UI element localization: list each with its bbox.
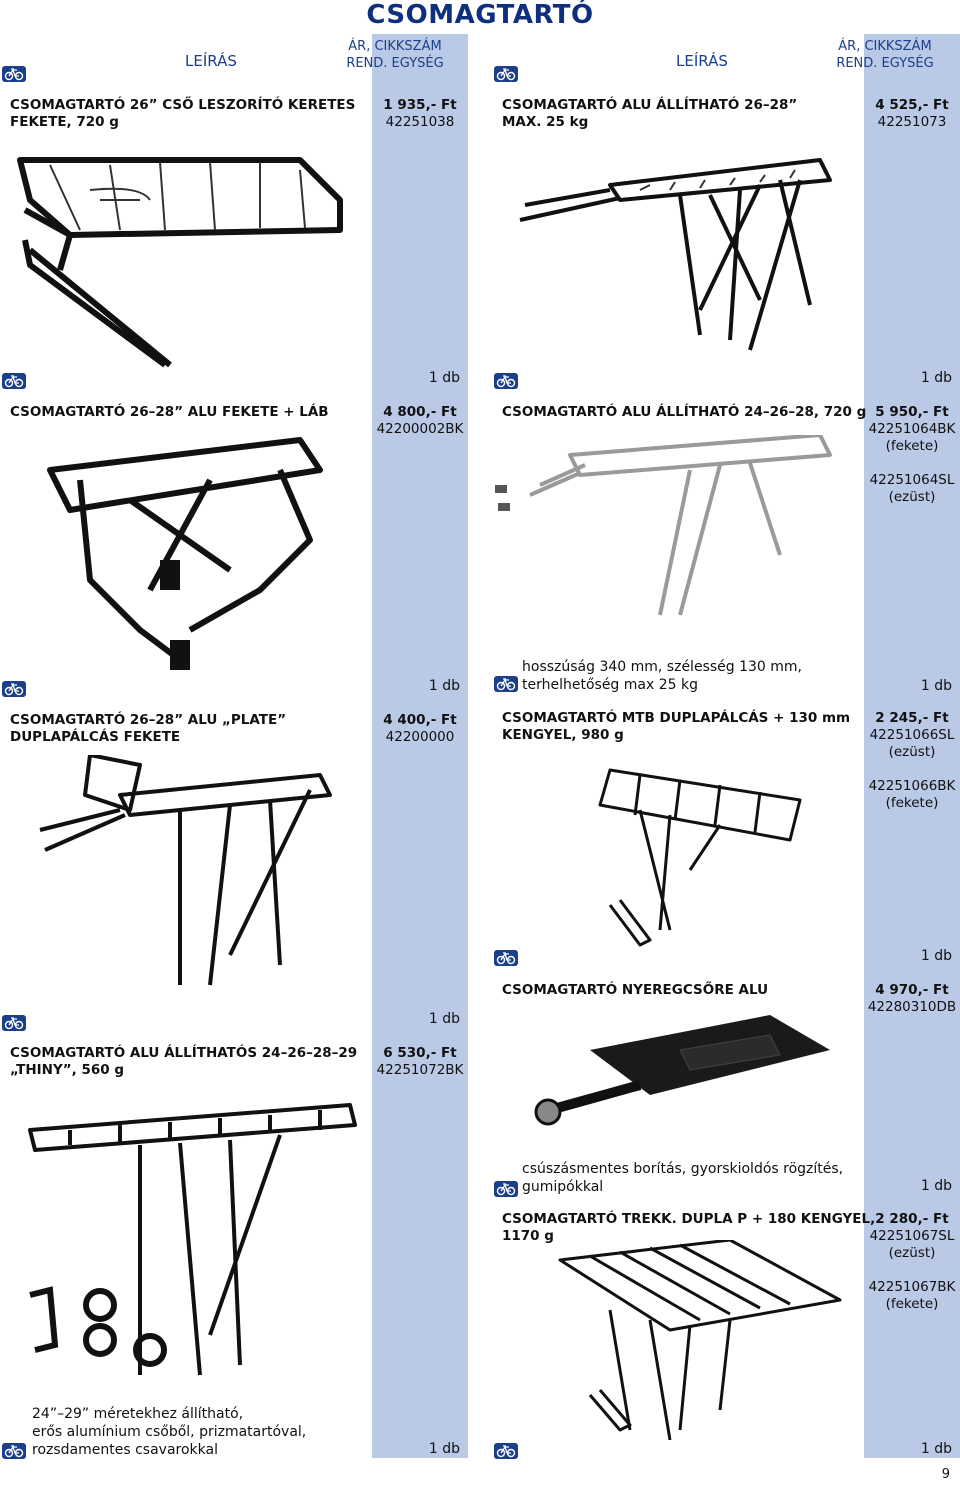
item-code: 42280310DB (867, 999, 957, 1015)
header-description: LEÍRÁS (676, 52, 728, 70)
price: 4 525,- Ft (875, 97, 949, 113)
product-name: CSOMAGTARTÓ NYEREGCSŐRE ALU (502, 982, 769, 998)
product-note: 24”–29” méretekhez állítható, erős alumí… (32, 1406, 307, 1458)
bicycle-icon (494, 1181, 518, 1197)
item-color: (ezüst) (888, 1245, 936, 1261)
bicycle-icon (494, 950, 518, 966)
price: 4 970,- Ft (875, 982, 949, 998)
item-code: 42251066SL (869, 727, 955, 743)
unit-label: 1 db (428, 1011, 460, 1027)
bicycle-icon (2, 1443, 26, 1459)
header-price-line1: ÁR, CIKKSZÁM (838, 39, 932, 54)
price: 2 280,- Ft (875, 1211, 949, 1227)
product-note: csúszásmentes borítás, gyorskioldós rögz… (522, 1161, 844, 1195)
item-code: 42251064SL (869, 472, 955, 488)
product-price-block: 1 935,- Ft 42251038 (372, 97, 468, 131)
unit-label: 1 db (428, 370, 460, 386)
bicycle-icon (494, 373, 518, 389)
bicycle-icon (2, 1015, 26, 1031)
product-name: CSOMAGTARTÓ TREKK. DUPLA P + 180 KENGYEL… (502, 1211, 876, 1244)
item-code: 42251038 (385, 114, 455, 130)
rack-image (39, 755, 332, 986)
product-note: hosszúság 340 mm, szélesség 130 mm, terh… (522, 659, 802, 693)
price: 6 530,- Ft (383, 1045, 457, 1061)
bicycle-icon (494, 676, 518, 692)
header-description: LEÍRÁS (185, 52, 237, 70)
unit-label: 1 db (920, 370, 952, 386)
rack-image (534, 1015, 830, 1126)
item-code: 42251073 (877, 114, 947, 130)
header-price-line2: REND. EGYSÉG (836, 56, 934, 71)
unit-label: 1 db (920, 678, 952, 694)
item-code: 42251066BK (868, 778, 956, 794)
item-color: (fekete) (885, 1296, 939, 1312)
price: 2 245,- Ft (875, 710, 949, 726)
price: 5 950,- Ft (875, 404, 949, 420)
product-name: CSOMAGTARTÓ 26–28” ALU FEKETE + LÁB (10, 404, 329, 420)
price-column-band-right (864, 34, 960, 1458)
product-price-block: 6 530,- Ft 42251072BK (372, 1045, 468, 1079)
product-name: CSOMAGTARTÓ MTB DUPLAPÁLCÁS + 130 mm KEN… (502, 710, 851, 743)
page-number: 9 (941, 1467, 950, 1482)
price-column-band-left (372, 34, 468, 1458)
product-name: CSOMAGTARTÓ 26” CSŐ LESZORÍTÓ KERETES FE… (10, 97, 356, 130)
product-price-block: 2 280,- Ft 42251067SL (ezüst) 42251067BK… (864, 1211, 960, 1313)
bicycle-icon (494, 66, 518, 82)
product-name: CSOMAGTARTÓ 26–28” ALU „PLATE” DUPLAPÁLC… (10, 712, 287, 745)
product-name: CSOMAGTARTÓ ALU ÁLLÍTHATÓ 26–28” MAX. 25… (502, 97, 798, 130)
rack-image (17, 157, 343, 368)
bicycle-icon (2, 681, 26, 697)
bicycle-icon (2, 66, 26, 82)
item-code: 42251067BK (868, 1279, 956, 1295)
product-name: CSOMAGTARTÓ ALU ÁLLÍTHATÓ 24–26–28, 720 … (502, 404, 867, 420)
item-code: 42200000 (385, 729, 455, 745)
item-color: (fekete) (885, 438, 939, 454)
unit-label: 1 db (920, 1441, 952, 1457)
header-price: ÁR, CIKKSZÁM REND. EGYSÉG (340, 38, 450, 72)
product-price-block: 2 245,- Ft 42251066SL (ezüst) 42251066BK… (864, 710, 960, 812)
rack-image (598, 768, 802, 947)
unit-label: 1 db (920, 1178, 952, 1194)
header-price-line2: REND. EGYSÉG (346, 56, 444, 71)
product-price-block: 4 800,- Ft 42200002BK (372, 404, 468, 438)
price: 4 400,- Ft (383, 712, 457, 728)
item-color: (fekete) (885, 795, 939, 811)
unit-label: 1 db (428, 1441, 460, 1457)
item-code: 42200002BK (376, 421, 464, 437)
rack-image (28, 1103, 357, 1376)
bicycle-icon (2, 373, 26, 389)
rack-image (47, 437, 323, 670)
bicycle-icon (494, 1443, 518, 1459)
item-color: (ezüst) (888, 489, 936, 505)
rack-image (519, 158, 832, 351)
header-price: ÁR, CIKKSZÁM REND. EGYSÉG (830, 38, 940, 72)
header-price-line1: ÁR, CIKKSZÁM (348, 39, 442, 54)
product-price-block: 5 950,- Ft 42251064BK (fekete) 42251064S… (864, 404, 960, 506)
product-price-block: 4 400,- Ft 42200000 (372, 712, 468, 746)
unit-label: 1 db (920, 948, 952, 964)
item-code: 42251064BK (868, 421, 956, 437)
item-color: (ezüst) (888, 744, 936, 760)
page-title: CSOMAGTARTÓ (366, 0, 594, 30)
product-price-block: 4 525,- Ft 42251073 (864, 97, 960, 131)
price: 1 935,- Ft (383, 97, 457, 113)
price: 4 800,- Ft (383, 404, 457, 420)
item-code: 42251067SL (869, 1228, 955, 1244)
rack-image (558, 1240, 842, 1440)
item-code: 42251072BK (376, 1062, 464, 1078)
rack-image (495, 435, 832, 616)
product-price-block: 4 970,- Ft 42280310DB (864, 982, 960, 1016)
product-name: CSOMAGTARTÓ ALU ÁLLÍTHATÓS 24–26–28–29 „… (10, 1045, 358, 1078)
unit-label: 1 db (428, 678, 460, 694)
